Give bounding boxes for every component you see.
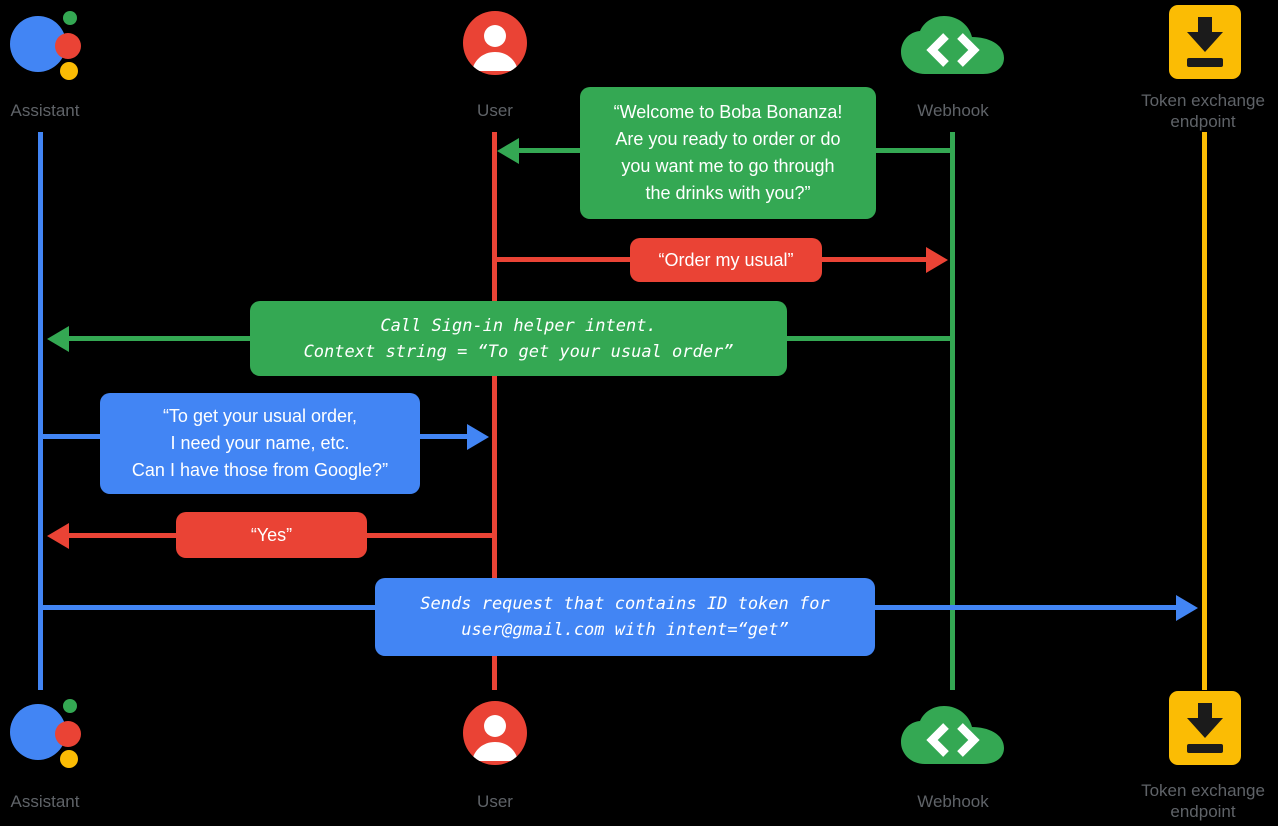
welcome-message: “Welcome to Boba Bonanza! Are you ready … (580, 87, 876, 219)
webhook-lifeline (950, 132, 955, 690)
assistant-icon (4, 4, 84, 91)
user-label-top: User (477, 101, 513, 120)
order-usual-message: “Order my usual” (630, 238, 822, 282)
signin-helper-message: Call Sign-in helper intent. Context stri… (250, 301, 787, 376)
user-lifeline (492, 132, 497, 690)
order-usual-arrowhead (926, 247, 948, 273)
token-endpoint-icon (1166, 2, 1244, 87)
token-endpoint-label-bottom: Token exchange endpoint (1141, 781, 1265, 821)
webhook-label-bottom: Webhook (917, 792, 989, 811)
user-label-bottom: User (477, 792, 513, 811)
webhook-icon (897, 14, 1009, 83)
token-request-arrowhead (1176, 595, 1198, 621)
yes-message: “Yes” (176, 512, 367, 558)
user-icon (462, 10, 528, 81)
token-request-message: Sends request that contains ID token for… (375, 578, 875, 656)
welcome-arrowhead (497, 138, 519, 164)
token-endpoint-icon-bottom (1166, 688, 1244, 773)
assistant-lifeline (38, 132, 43, 690)
yes-arrowhead (47, 523, 69, 549)
webhook-label-top: Webhook (917, 101, 989, 120)
assistant-label-top: Assistant (10, 101, 80, 120)
need-info-message: “To get your usual order, I need your na… (100, 393, 420, 494)
token-endpoint-lifeline (1202, 132, 1207, 690)
user-icon-bottom (462, 700, 528, 771)
assistant-icon-bottom (4, 692, 84, 779)
need-info-arrowhead (467, 424, 489, 450)
webhook-icon-bottom (897, 704, 1009, 773)
token-endpoint-label-top: Token exchange endpoint (1141, 91, 1265, 131)
assistant-label-bottom: Assistant (10, 792, 80, 811)
signin-helper-arrowhead (47, 326, 69, 352)
